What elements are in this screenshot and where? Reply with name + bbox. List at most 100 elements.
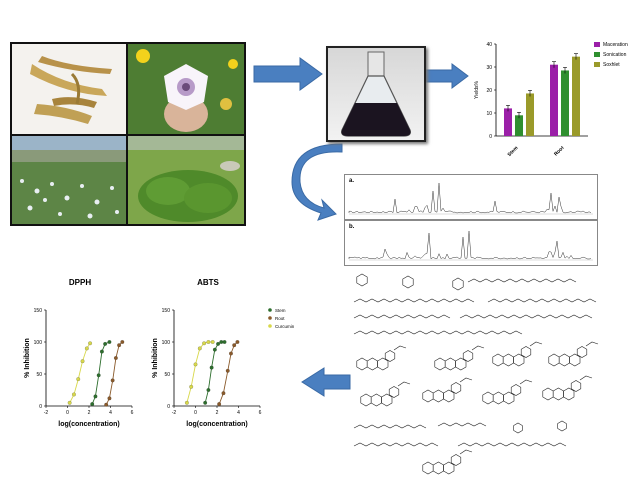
y-tick-label: 0: [39, 404, 42, 410]
steroid-7-ring-a: [482, 391, 494, 405]
steroid-3-ring-b: [502, 353, 514, 367]
legend-swatch: [594, 62, 600, 67]
photo-collage: [10, 42, 246, 226]
point-root: [225, 368, 230, 373]
meadow-illustration: [12, 136, 126, 224]
point-curcumin: [189, 384, 194, 389]
x-tick-label: 0: [66, 410, 69, 416]
steroid-5-ring-c: [381, 393, 393, 407]
point-stem: [96, 373, 101, 378]
steroid-1-side-chain: [393, 345, 407, 351]
steroid-2-ring-a: [434, 357, 446, 371]
bar-soxhlet-stem: [526, 93, 534, 136]
steroid-4-ring-d: [576, 346, 588, 358]
bar-sonication-root: [561, 70, 569, 136]
steroid-8-ring-c: [563, 387, 575, 401]
legend-marker: [268, 308, 272, 312]
steroid-5-ring-b: [370, 393, 382, 407]
legend-marker: [268, 316, 272, 320]
dpph-title: DPPH: [68, 278, 92, 287]
point-root: [110, 378, 115, 383]
steroid-6-ring-c: [443, 389, 455, 403]
steroid-3-ring-c: [513, 353, 525, 367]
aromatic-structure: [513, 422, 523, 434]
shrub-illustration: [128, 136, 244, 224]
steroid-6-ring-a: [422, 389, 434, 403]
point-root: [232, 343, 237, 348]
point-stem: [99, 349, 104, 354]
legend-swatch: [594, 42, 600, 47]
point-stem: [222, 340, 227, 344]
steroid-2-ring-d: [462, 350, 474, 362]
aromatic-structure: [452, 277, 464, 291]
legend-label: Stem: [275, 308, 286, 313]
curve-root: [105, 341, 123, 405]
steroid-4-side-chain: [585, 341, 599, 347]
steroid-8-ring-d: [570, 380, 582, 392]
steroid-6-side-chain: [459, 377, 473, 383]
flask-illustration: [341, 51, 411, 137]
y-tick-label: 100: [162, 340, 171, 346]
steroid-6-ring-b: [432, 389, 444, 403]
point-curcumin: [210, 340, 215, 344]
legend-marker: [268, 324, 272, 328]
legend-label: Root: [275, 316, 285, 321]
steroid-4-ring-a: [548, 353, 560, 367]
chromatogram-b-label: b.: [349, 224, 355, 230]
arrow-right-1: [253, 57, 323, 91]
steroid-1-ring-b: [366, 357, 378, 371]
point-stem: [206, 388, 211, 392]
point-curcumin: [202, 341, 206, 346]
photo-flower: [128, 44, 244, 134]
point-curcumin: [72, 392, 76, 397]
point-curcumin: [185, 400, 189, 405]
fatty-chain-structure: [353, 442, 439, 447]
legend-label: Sonication: [603, 52, 627, 58]
legend-swatch: [594, 52, 600, 57]
x-tick-label: 6: [131, 410, 134, 416]
point-stem: [90, 402, 95, 406]
curve-curcumin: [186, 341, 213, 403]
steroid-9-ring-b: [432, 461, 444, 475]
y-axis-label: % Inhibition: [152, 338, 159, 378]
y-tick-label: 50: [164, 372, 170, 378]
point-curcumin: [197, 346, 202, 351]
bar-maceration-root: [550, 64, 558, 136]
y-tick-label: 150: [162, 308, 171, 314]
point-stem: [219, 340, 224, 344]
point-stem: [107, 340, 112, 344]
point-curcumin: [80, 359, 85, 364]
y-tick-label: 20: [486, 88, 492, 94]
steroid-1-ring-c: [377, 357, 389, 371]
x-tick-label: -2: [172, 410, 177, 416]
fatty-chain-structure: [437, 422, 487, 427]
category-label: Root: [553, 145, 566, 158]
fatty-chain-structure: [459, 314, 593, 319]
steroid-4-ring-c: [569, 353, 581, 367]
steroid-8-side-chain: [579, 375, 593, 381]
steroid-8-ring-b: [552, 387, 564, 401]
steroid-7-ring-d: [510, 384, 522, 396]
y-tick-label: 100: [34, 340, 43, 346]
steroid-7-ring-b: [492, 391, 504, 405]
aromatic-structure: [557, 420, 567, 432]
point-curcumin: [206, 340, 211, 344]
y-tick-label: 0: [167, 404, 170, 410]
steroid-4-ring-b: [558, 353, 570, 367]
abts-title: ABTS: [197, 278, 219, 287]
point-stem: [216, 342, 220, 346]
legend-label: Soxhlet: [603, 62, 620, 68]
point-root: [113, 356, 118, 360]
steroid-8-ring-a: [542, 387, 554, 401]
y-axis-label: % Inhibition: [24, 338, 31, 378]
point-root: [104, 402, 109, 407]
steroid-3-ring-d: [520, 346, 532, 358]
x-tick-label: 0: [194, 410, 197, 416]
point-root: [217, 402, 222, 406]
fatty-chain-structure: [353, 424, 427, 429]
arrow-left: [301, 367, 351, 397]
